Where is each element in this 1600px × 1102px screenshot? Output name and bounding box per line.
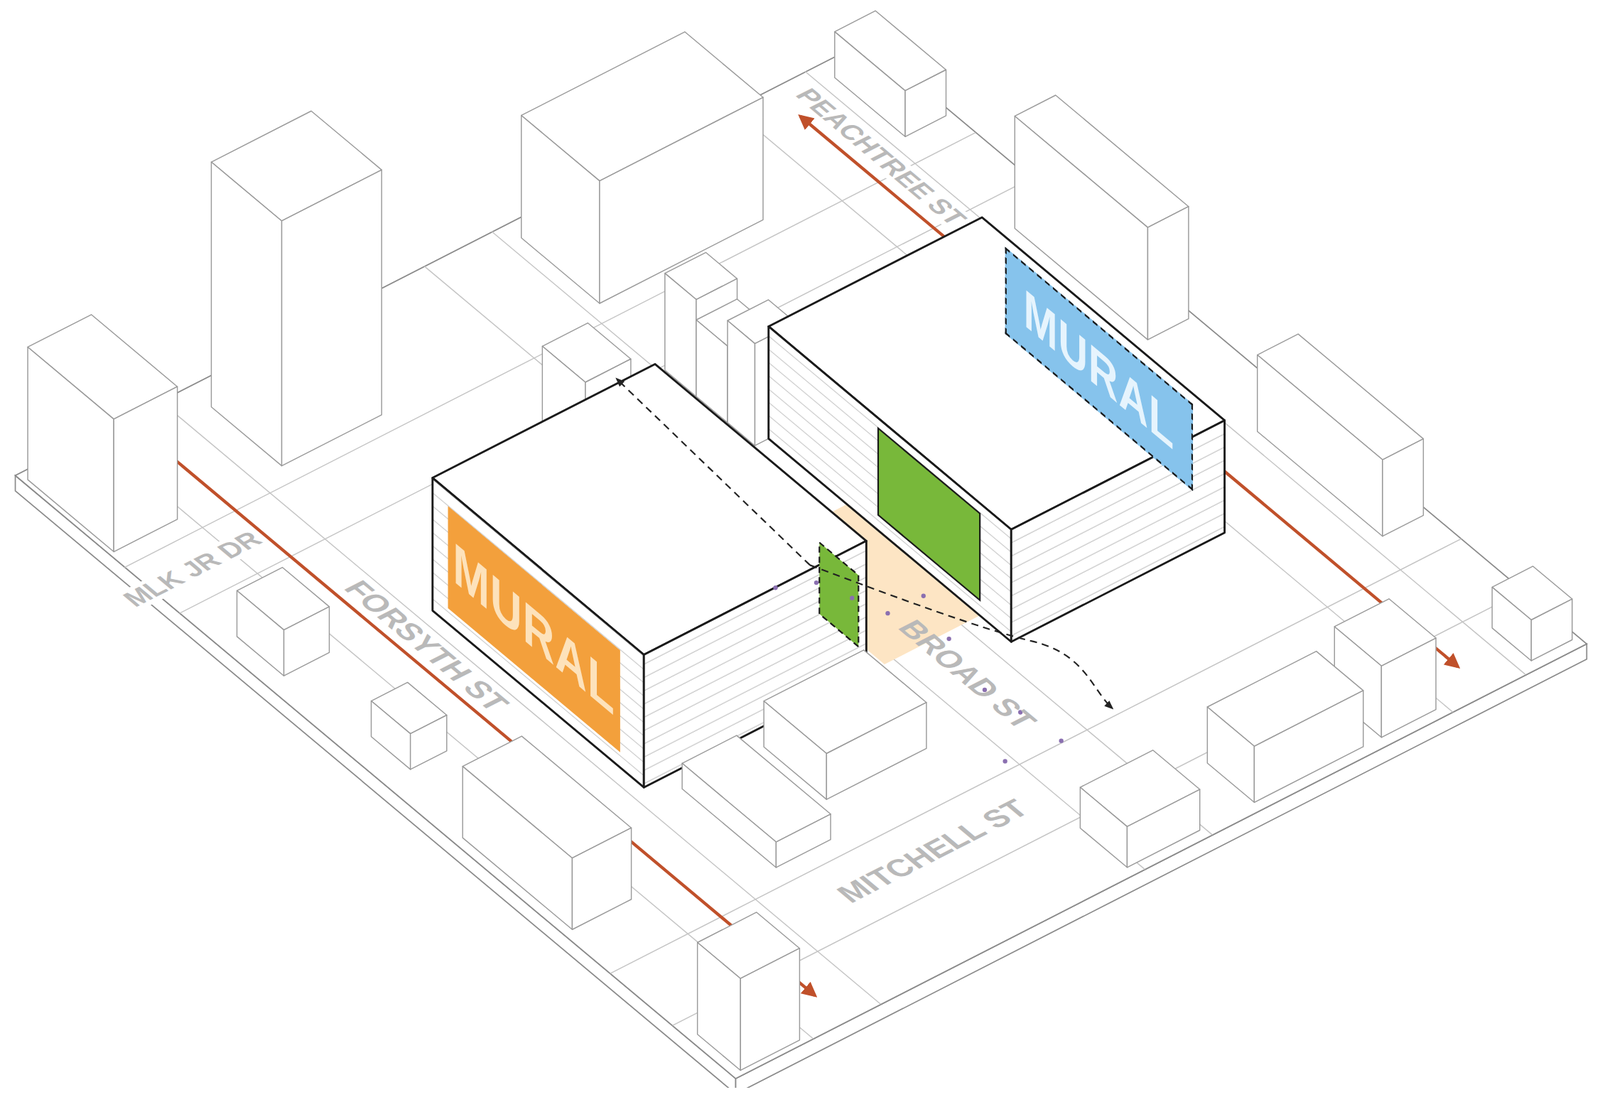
context-buildings [282,169,383,467]
context-buildings [1147,206,1188,340]
context-buildings [1079,787,1127,868]
context-buildings [27,346,114,552]
context-buildings [905,69,946,137]
context-buildings [1207,706,1254,803]
people-dots [1003,758,1008,764]
context-buildings [682,763,776,868]
context-buildings [599,97,764,304]
people-dots [773,585,778,590]
context-buildings [236,567,1436,1071]
context-buildings [462,766,572,931]
new-building [432,478,644,788]
context-buildings [521,115,600,304]
context-buildings [697,912,800,1070]
context-buildings [236,567,329,677]
street-curbs [732,109,1453,713]
context-buildings [1381,638,1436,738]
context-buildings [1207,651,1363,803]
context-buildings [1253,690,1363,803]
context-buildings [284,606,330,676]
context-buildings [370,701,410,770]
pedestrian-path [616,378,810,565]
green-wall [878,428,980,601]
ground-plate [15,40,1588,1079]
context-buildings [1492,586,1532,661]
context-buildings [727,320,755,446]
context-buildings [113,386,177,552]
people-dots [849,595,854,600]
context-buildings [1126,789,1200,868]
context-buildings [763,650,927,800]
context-buildings [1531,598,1572,661]
ground-plate [15,40,1588,1088]
context-buildings [211,110,382,466]
people-dots [814,580,819,585]
context-buildings [1492,566,1573,661]
context-buildings [775,814,831,868]
traffic-arrows [157,116,1458,996]
context-buildings [1382,439,1424,537]
context-buildings [211,161,282,467]
context-buildings [571,827,631,930]
context-buildings [1079,750,1200,868]
green-wall [819,542,859,647]
street-curbs [93,71,1526,1040]
context-buildings [370,682,447,770]
context-buildings [462,736,631,930]
context-buildings [27,314,178,553]
context-buildings [740,948,800,1071]
context-buildings [1257,333,1424,537]
context-buildings [697,942,742,1070]
context-buildings [826,702,927,800]
pedestrian-path [616,378,1112,708]
people-dots [885,611,890,616]
people-dots [1059,738,1064,744]
people-dots [773,580,1063,764]
context-buildings [236,590,284,676]
people-dots [921,593,926,599]
context-buildings [521,31,764,304]
context-buildings [1257,355,1383,537]
context-buildings [410,715,447,770]
context-buildings [682,735,831,868]
